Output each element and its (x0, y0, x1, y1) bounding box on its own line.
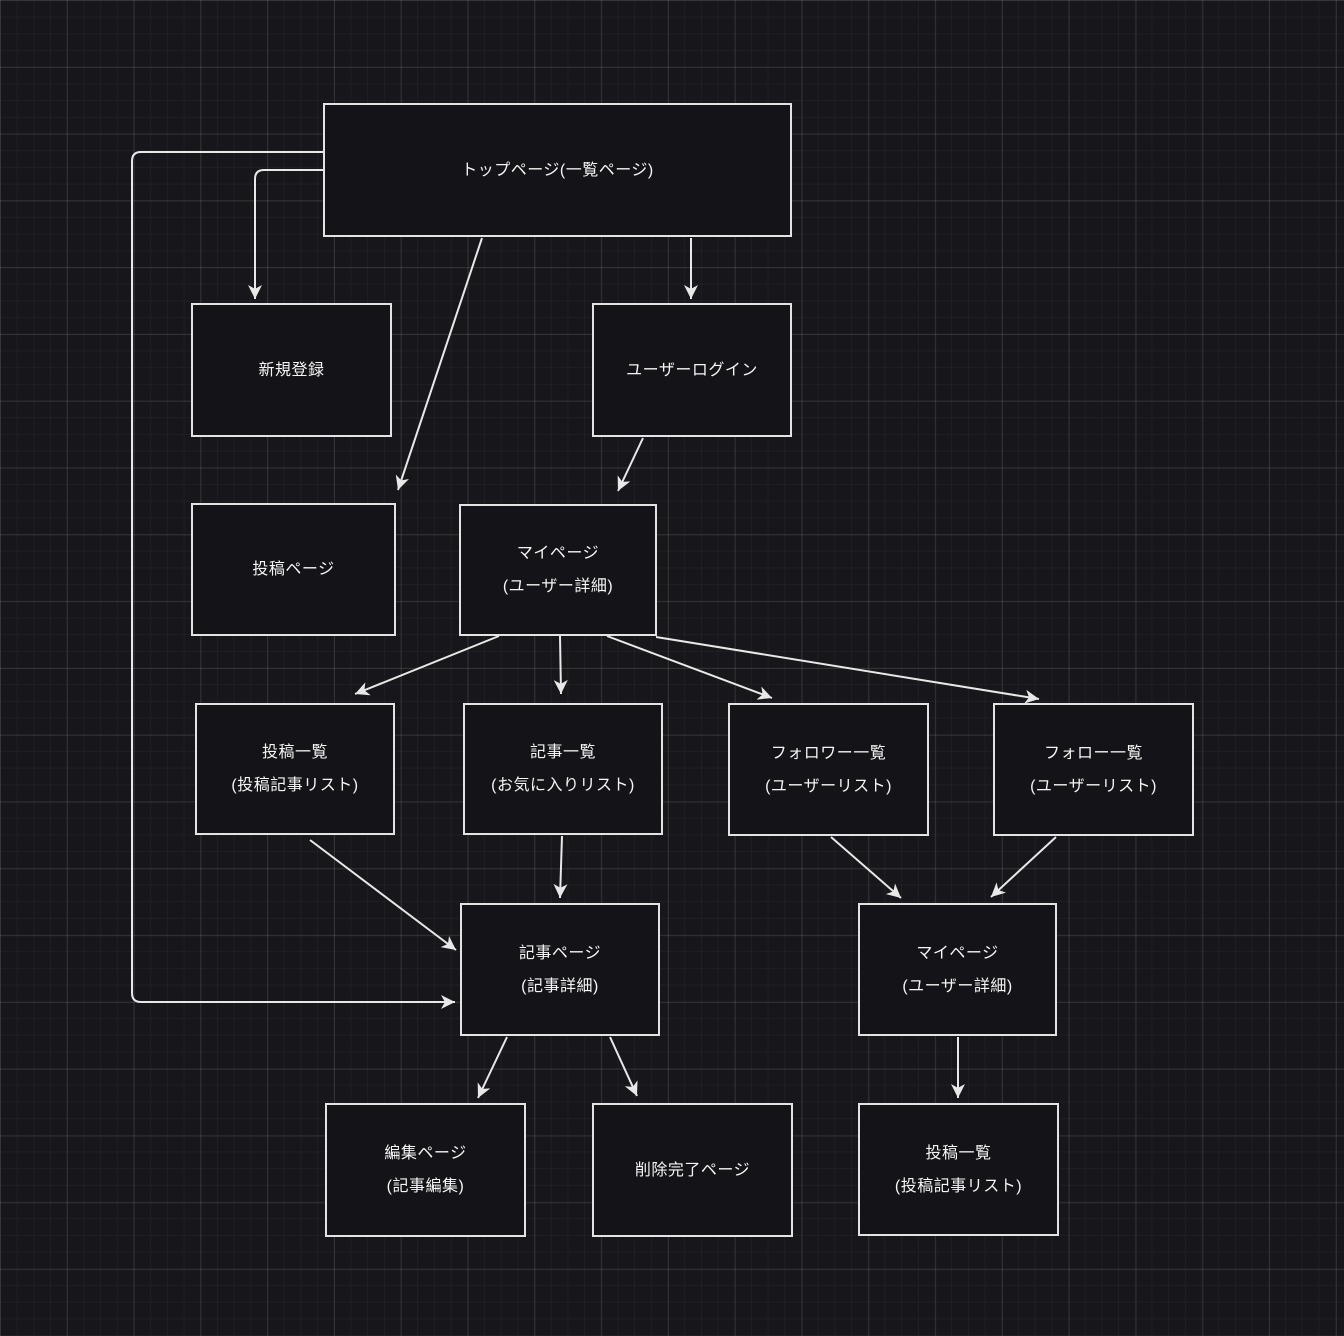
edge-mypage-to-articles-list (553, 635, 568, 695)
node-login[interactable]: ユーザーログイン (592, 303, 792, 437)
node-posts-list-2-label: 投稿一覧 (925, 1144, 992, 1162)
node-post-page-label: 投稿ページ (252, 561, 335, 578)
edge-follows-list-to-mypage-2 (990, 836, 1057, 898)
node-delete-done-label: 削除完了ページ (634, 1161, 751, 1179)
node-article-page-sublabel: (記事詳細) (521, 977, 599, 995)
node-followers-list-label: フォロワー一覧 (770, 744, 887, 762)
node-top-page[interactable]: トップページ(一覧ページ) (323, 103, 792, 237)
node-edit-page-sublabel: (記事編集) (386, 1178, 465, 1195)
edge-mypage-to-follows-list (655, 636, 1040, 704)
node-mypage-2[interactable]: マイページ (ユーザー詳細) (858, 903, 1057, 1036)
edge-login-to-mypage (617, 437, 644, 492)
node-post-page[interactable]: 投稿ページ (191, 503, 396, 636)
node-mypage-sublabel: (ユーザー詳細) (502, 578, 614, 595)
node-posts-list[interactable]: 投稿一覧 (投稿記事リスト) (195, 703, 395, 835)
node-articles-list-sublabel: (お気に入りリスト) (491, 777, 635, 794)
edge-followers-list-to-mypage-2 (830, 836, 902, 899)
node-mypage-2-label: マイページ (916, 944, 999, 962)
node-articles-list-label: 記事一覧 (529, 744, 596, 761)
edge-mypage-to-posts-list (354, 635, 500, 696)
node-followers-list[interactable]: フォロワー一覧 (ユーザーリスト) (728, 703, 929, 836)
node-posts-list-2-sublabel: (投稿記事リスト) (894, 1177, 1023, 1195)
node-delete-done[interactable]: 削除完了ページ (592, 1103, 793, 1237)
node-login-label: ユーザーログイン (626, 361, 758, 379)
node-posts-list-sublabel: (投稿記事リスト) (231, 777, 359, 794)
node-signup-label: 新規登録 (258, 361, 325, 379)
node-follows-list-sublabel: (ユーザーリスト) (1030, 777, 1157, 795)
node-edit-page-label: 編集ページ (384, 1145, 467, 1162)
node-mypage[interactable]: マイページ (ユーザー詳細) (459, 504, 657, 636)
edge-top-page-to-signup (248, 169, 323, 299)
node-mypage-label: マイページ (516, 545, 600, 562)
node-follows-list-label: フォロー一覧 (1043, 744, 1143, 762)
edge-mypage-to-followers-list (606, 635, 773, 700)
edge-articles-list-to-article-page (553, 835, 568, 899)
edge-article-page-to-delete-done (609, 1036, 638, 1097)
node-articles-list[interactable]: 記事一覧 (お気に入りリスト) (463, 703, 663, 835)
node-edit-page[interactable]: 編集ページ (記事編集) (325, 1103, 526, 1237)
node-mypage-2-sublabel: (ユーザー詳細) (902, 977, 1013, 995)
node-article-page[interactable]: 記事ページ (記事詳細) (460, 903, 660, 1036)
edge-top-page-to-post-page (395, 237, 483, 491)
node-signup[interactable]: 新規登録 (191, 303, 392, 437)
node-top-page-label: トップページ(一覧ページ) (461, 161, 654, 179)
node-follows-list[interactable]: フォロー一覧 (ユーザーリスト) (993, 703, 1194, 836)
edge-posts-list-to-article-page (309, 839, 457, 951)
node-article-page-label: 記事ページ (518, 944, 602, 962)
edge-article-page-to-edit-page (477, 1036, 508, 1099)
node-posts-list-2[interactable]: 投稿一覧 (投稿記事リスト) (858, 1103, 1059, 1236)
node-followers-list-sublabel: (ユーザーリスト) (765, 777, 892, 795)
node-posts-list-label: 投稿一覧 (261, 744, 328, 761)
